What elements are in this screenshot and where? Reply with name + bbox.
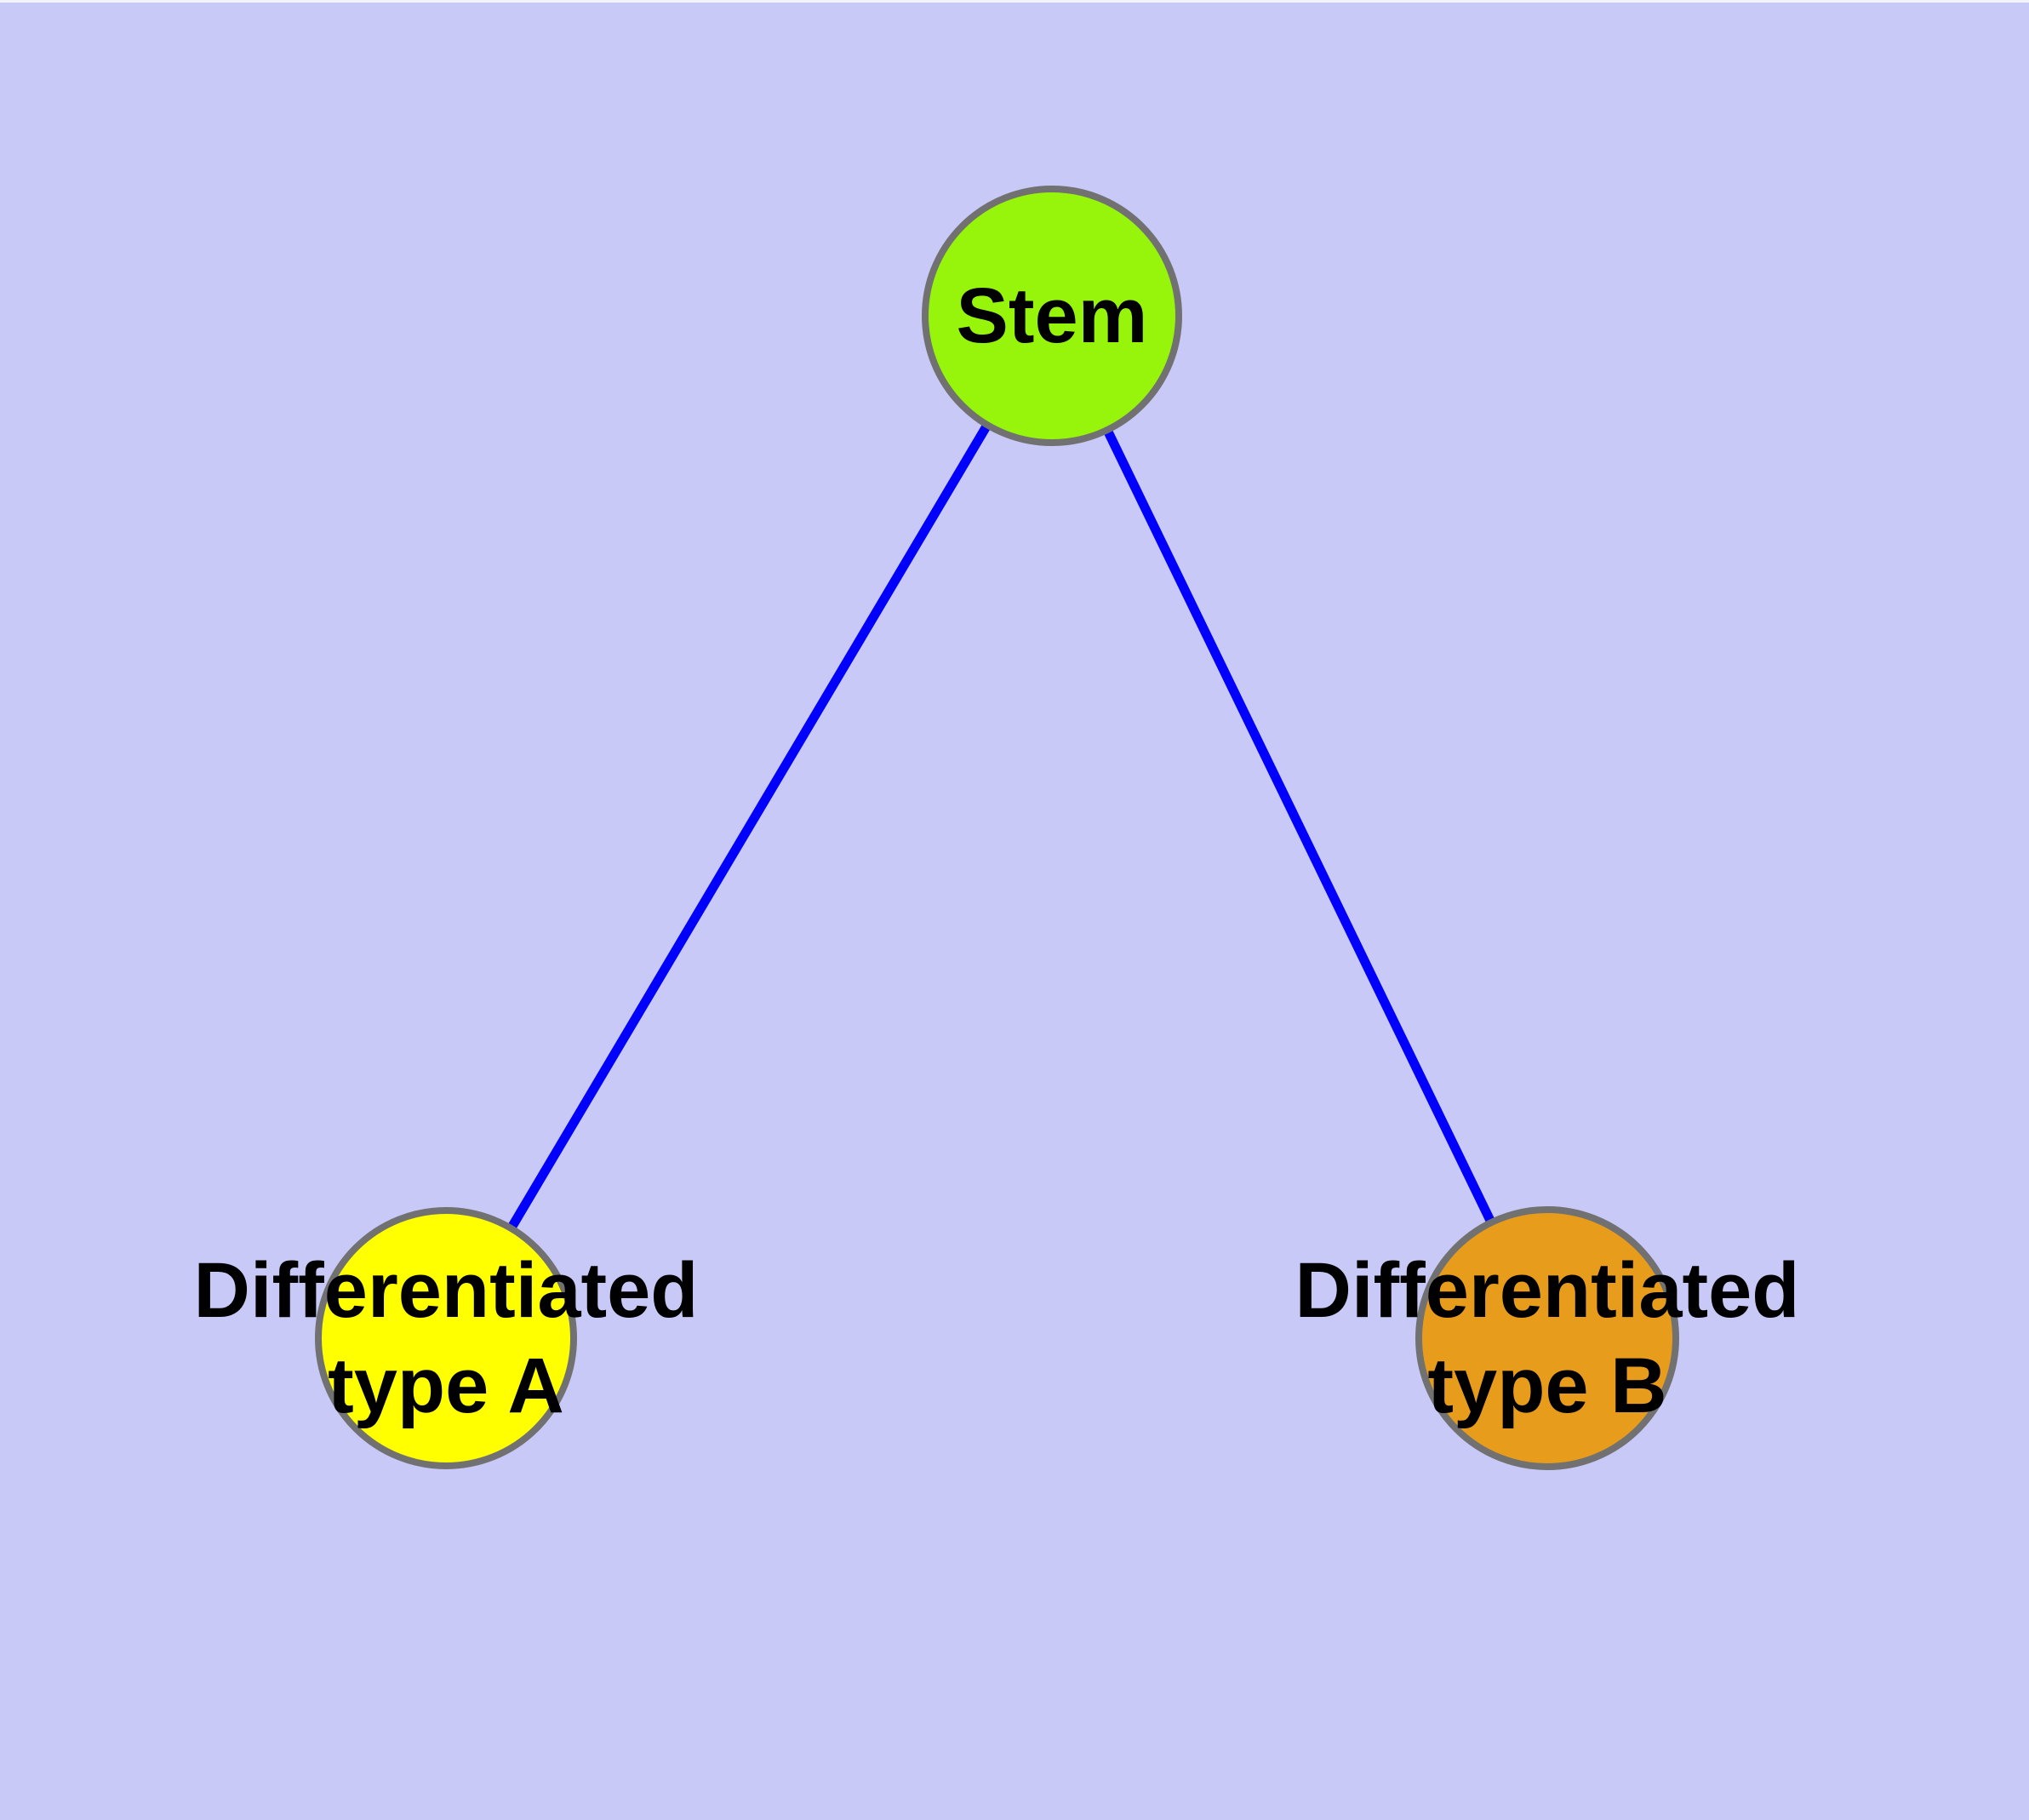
stem-node-circle bbox=[922, 186, 1182, 446]
differentiated-type-a-node-circle bbox=[315, 1207, 577, 1469]
edge-stem-to-typeA bbox=[442, 313, 1056, 1341]
differentiated-type-b-node-circle bbox=[1415, 1206, 1679, 1470]
edge-stem-to-typeB bbox=[1048, 313, 1552, 1341]
canvas-top-edge bbox=[0, 0, 2029, 3]
